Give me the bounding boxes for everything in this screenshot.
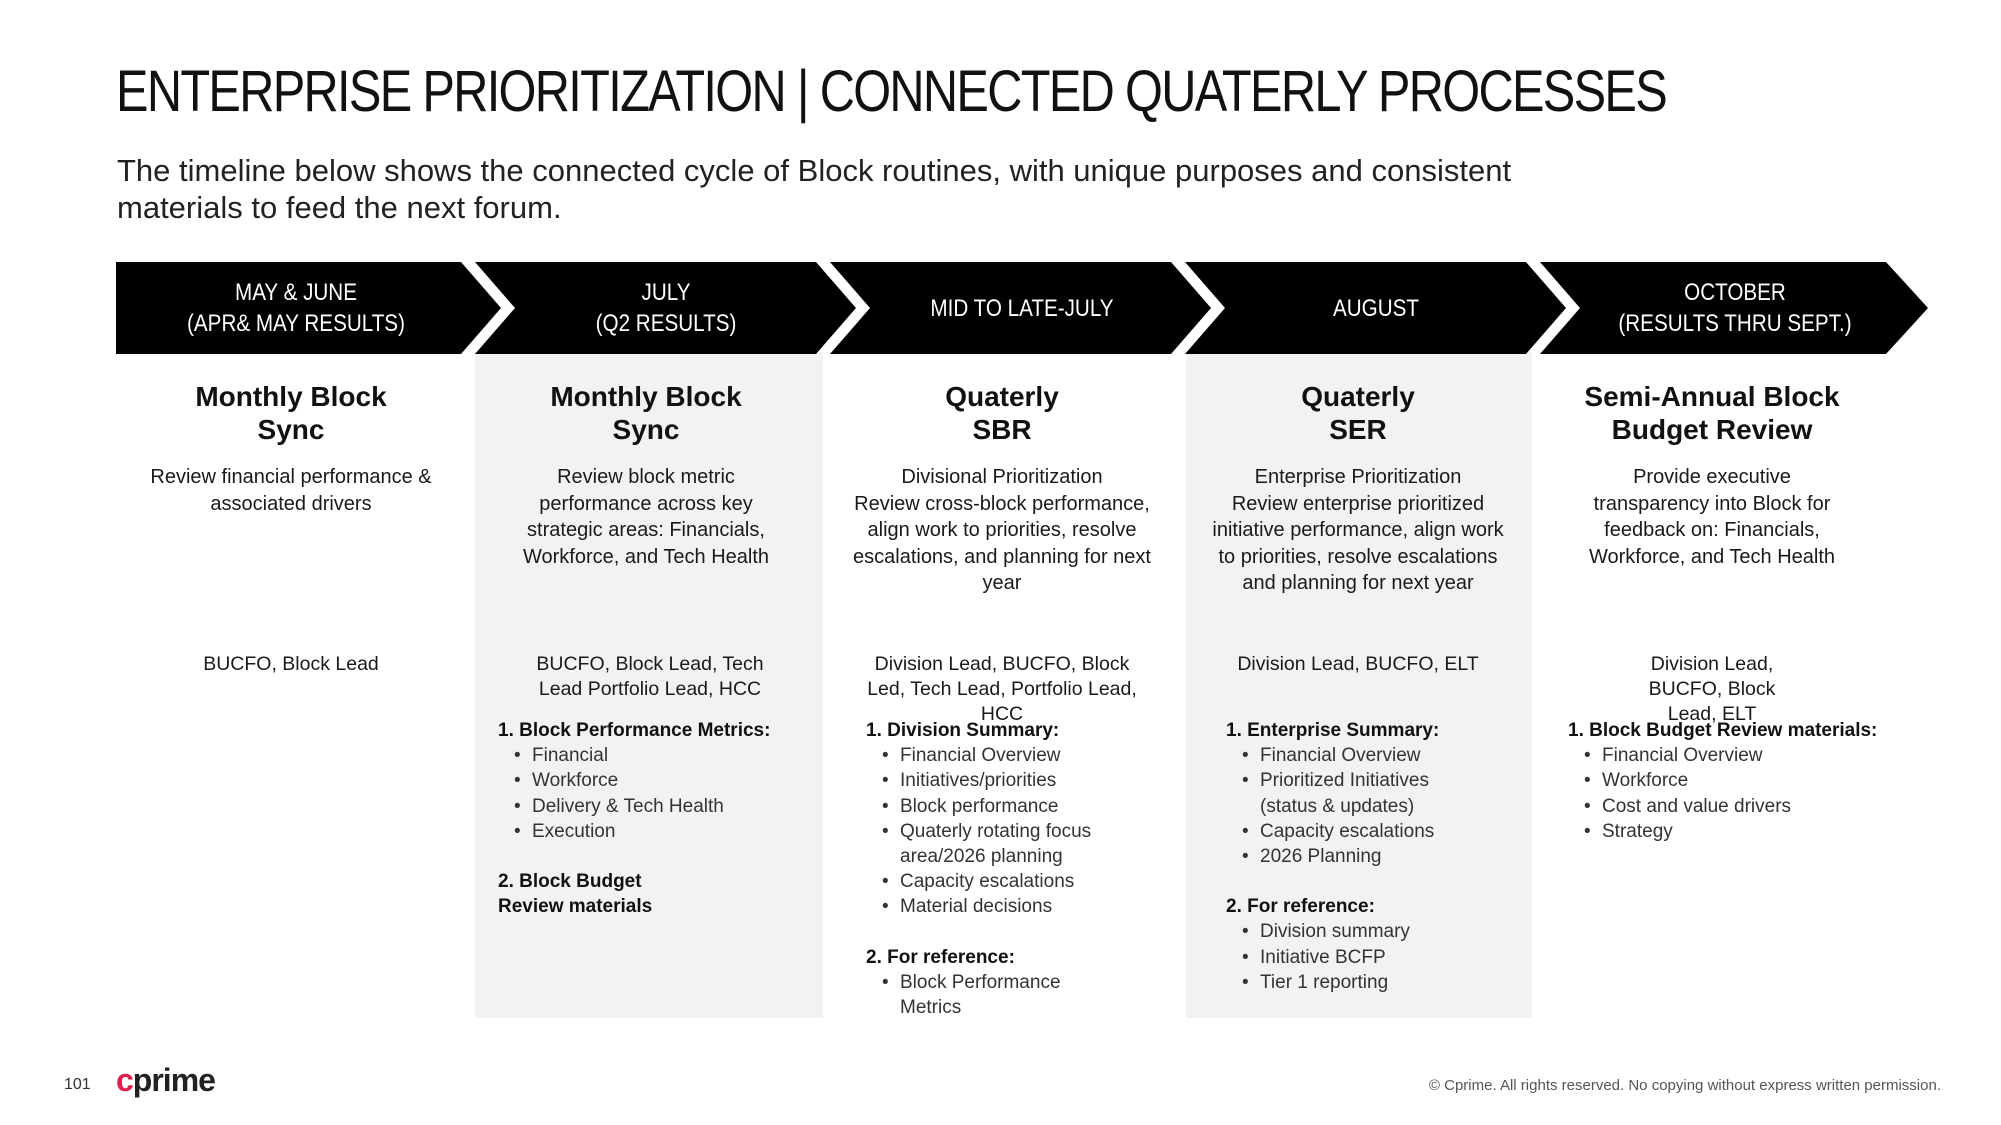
chevron-1 xyxy=(116,262,501,354)
list-item: Strategy xyxy=(1584,819,1928,844)
list-item: Tier 1 reporting xyxy=(1242,970,1516,995)
phase-2-period: JULY xyxy=(641,279,691,306)
timeline-chevrons xyxy=(116,262,1928,354)
timeline-banner: MAY & JUNE (APR& MAY RESULTS) JULY (Q2 RES… xyxy=(116,262,1928,354)
materials-heading: 2. For reference: xyxy=(866,946,1015,968)
column-participants: Division Lead, BUCFO, Block Lead, ELT xyxy=(1648,653,1776,725)
list-item: Material decisions xyxy=(882,894,1156,919)
column-participants: BUCFO, Block Lead xyxy=(203,653,379,675)
column-description: Review block metric performance across k… xyxy=(522,466,770,568)
materials-list: Financial Overview Prioritized Initiativ… xyxy=(1226,743,1516,869)
materials-heading: 1. Division Summary: xyxy=(866,720,1060,741)
list-item: Block Performance Metrics xyxy=(882,970,1080,1020)
materials-list: Financial Workforce Delivery & Tech Heal… xyxy=(498,743,798,844)
page-number: 101 xyxy=(64,1076,91,1093)
list-item: 2026 Planning xyxy=(1242,844,1516,869)
timeline-phase-3: MID TO LATE-JULY xyxy=(876,262,1168,354)
phase-4-period: AUGUST xyxy=(1332,294,1419,322)
materials-heading: 2. Block Budget Review materials xyxy=(498,871,653,918)
column-description: Review financial performance & associate… xyxy=(150,466,432,515)
list-item: Prioritized Initiatives (status & update… xyxy=(1242,768,1460,818)
chevron-2 xyxy=(475,262,856,354)
column-materials: 1. Block Budget Review materials: Financ… xyxy=(1568,718,1928,844)
page-title: ENTERPRISE PRIORITIZATION | CONNECTED QU… xyxy=(116,59,1668,124)
list-item: Capacity escalations xyxy=(1242,819,1516,844)
list-item: Delivery & Tech Health xyxy=(514,794,798,819)
column-materials: 1. Enterprise Summary: Financial Overvie… xyxy=(1226,718,1516,995)
column-participants: Division Lead, BUCFO, ELT xyxy=(1237,653,1479,675)
phase-5-period: OCTOBER xyxy=(1684,279,1786,306)
list-item: Cost and value drivers xyxy=(1584,794,1928,819)
materials-heading: 1. Enterprise Summary: xyxy=(1226,720,1440,741)
list-item: Workforce xyxy=(514,768,798,793)
materials-list: Division summary Initiative BCFP Tier 1 … xyxy=(1226,919,1516,995)
list-item: Execution xyxy=(514,819,798,844)
timeline-phase-5: OCTOBER (RESULTS THRU SEPT.) xyxy=(1586,262,1884,354)
column-participants: Division Lead, BUCFO, Block Led, Tech Le… xyxy=(867,653,1137,725)
column-participants: BUCFO, Block Lead, Tech Lead Portfolio L… xyxy=(536,653,764,700)
phase-5-results: (RESULTS THRU SEPT.) xyxy=(1618,310,1852,337)
list-item: Financial Overview xyxy=(1584,743,1928,768)
materials-heading: 2. For reference: xyxy=(1226,896,1375,918)
cprime-logo: cprime xyxy=(116,1062,216,1098)
materials-list: Financial Overview Workforce Cost and va… xyxy=(1568,743,1928,844)
list-item: Workforce xyxy=(1584,768,1928,793)
chevron-5 xyxy=(1540,262,1928,354)
materials-heading: 1. Block Budget Review materials: xyxy=(1568,720,1878,741)
timeline-phase-2: JULY (Q2 RESULTS) xyxy=(520,262,812,354)
copyright-notice: © Cprime. All rights reserved. No copyin… xyxy=(1428,1077,1941,1094)
column-description: Provide executive transparency into Bloc… xyxy=(1588,466,1836,568)
chevron-4 xyxy=(1185,262,1566,354)
column-materials: 1. Division Summary: Financial Overview … xyxy=(866,718,1156,1020)
materials-heading: 1. Block Performance Metrics: xyxy=(498,720,771,741)
timeline-phase-1: MAY & JUNE (APR& MAY RESULTS) xyxy=(141,262,451,354)
phase-1-results: (APR& MAY RESULTS) xyxy=(187,310,405,337)
list-item: Initiatives/priorities xyxy=(882,768,1156,793)
list-item: Financial Overview xyxy=(1242,743,1516,768)
materials-list: Financial Overview Initiatives/prioritie… xyxy=(866,743,1156,920)
materials-list: Block Performance Metrics xyxy=(866,970,1156,1020)
timeline-phase-4: AUGUST xyxy=(1230,262,1522,354)
chevron-3 xyxy=(830,262,1211,354)
list-item: Capacity escalations xyxy=(882,869,1156,894)
list-item: Initiative BCFP xyxy=(1242,945,1516,970)
phase-2-results: (Q2 RESULTS) xyxy=(595,310,737,337)
column-shade-4 xyxy=(1186,352,1532,1018)
phase-1-period: MAY & JUNE xyxy=(235,279,357,306)
column-materials: 1. Block Performance Metrics: Financial … xyxy=(498,718,798,919)
list-item: Division summary xyxy=(1242,919,1516,944)
list-item: Financial Overview xyxy=(882,743,1156,768)
column-shade-2 xyxy=(475,352,823,1018)
list-item: Quaterly rotating focus area/2026 planni… xyxy=(882,819,1120,869)
page-subtitle: The timeline below shows the connected c… xyxy=(117,153,1512,225)
list-item: Block performance xyxy=(882,794,1156,819)
list-item: Financial xyxy=(514,743,798,768)
phase-3-period: MID TO LATE-JULY xyxy=(930,294,1114,322)
